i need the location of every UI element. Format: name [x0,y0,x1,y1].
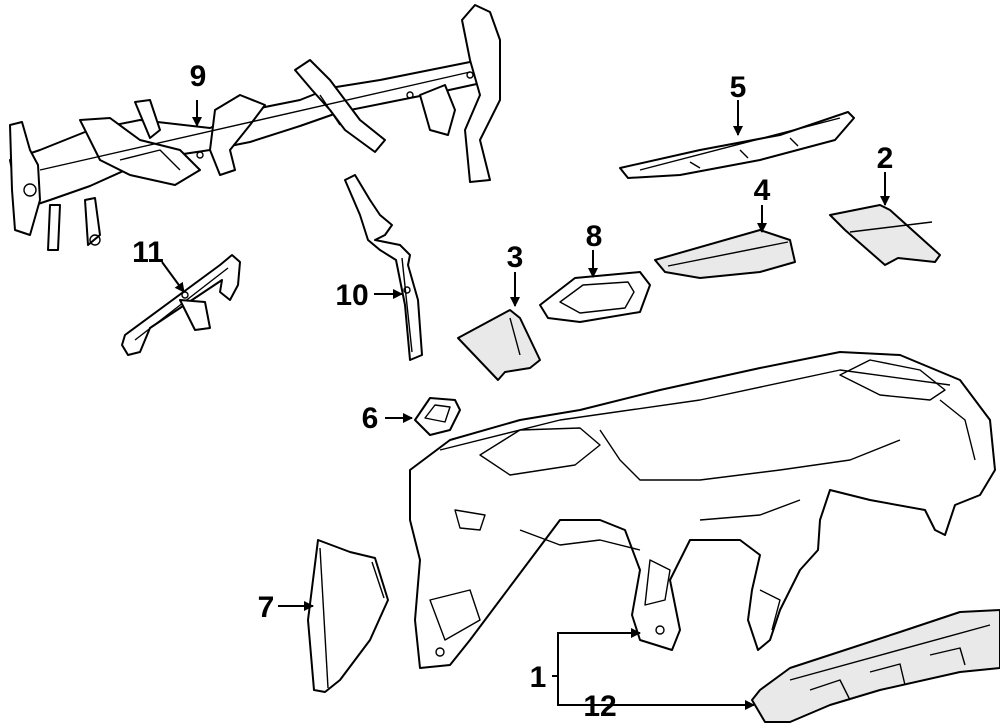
callout-8: 8 [586,220,603,253]
callout-11: 11 [132,236,164,269]
part-9-cross-car-beam [9,4,501,251]
callout-3: 3 [507,241,524,274]
part-2-side-panel [829,204,941,266]
leader-1-bracket [557,628,641,676]
part-6-vent [414,397,461,436]
callout-2: 2 [877,142,894,175]
callout-10: 10 [335,279,368,312]
part-7-end-panel [307,539,389,693]
leader-11 [161,261,185,293]
part-1-instrument-panel [409,351,996,669]
leader-lines [161,100,890,710]
leader-12 [557,676,755,710]
callout-4: 4 [754,174,771,207]
part-3-cover [457,309,541,381]
part-11-bracket [121,254,241,356]
callout-6: 6 [362,402,379,435]
part-5-top-panel [619,111,855,179]
part-8-bezel [539,271,651,323]
callout-1: 1 [530,661,547,694]
part-12-lower-panel [751,609,1000,723]
callout-5: 5 [730,71,747,104]
part-4-panel [654,229,796,279]
part-10-brace [344,174,423,361]
callout-9: 9 [190,60,207,93]
callout-7: 7 [258,591,275,624]
callout-12: 12 [583,690,616,723]
callout-labels: 9 5 2 4 8 3 11 10 6 7 1 12 [132,60,893,723]
